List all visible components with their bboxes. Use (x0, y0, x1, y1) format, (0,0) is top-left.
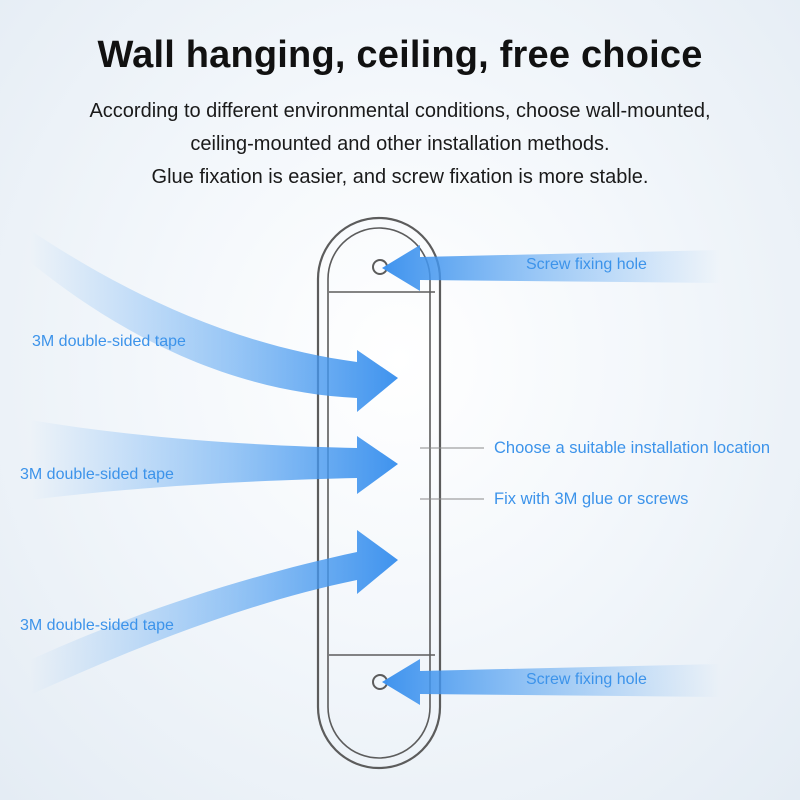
label-fix-method: Fix with 3M glue or screws (494, 490, 689, 508)
tape-arrow-2 (30, 420, 398, 500)
tape-arrow-1 (30, 230, 398, 412)
label-tape-1: 3M double-sided tape (32, 333, 186, 350)
label-screw-hole-top: Screw fixing hole (526, 256, 647, 273)
label-tape-2: 3M double-sided tape (20, 466, 174, 483)
page-title: Wall hanging, ceiling, free choice (97, 34, 703, 76)
tape-arrow-3 (30, 530, 398, 695)
label-tape-3: 3M double-sided tape (20, 617, 174, 634)
description-line-1: According to different environmental con… (89, 100, 711, 122)
description-line-2: ceiling-mounted and other installation m… (190, 133, 610, 155)
description-line-3: Glue fixation is easier, and screw fixat… (151, 166, 649, 188)
label-installation-location: Choose a suitable installation location (494, 439, 771, 457)
device-outline (316, 216, 442, 770)
screw-arrow-top (382, 245, 720, 291)
label-screw-hole-bottom: Screw fixing hole (526, 671, 647, 688)
screw-arrow-bottom (382, 659, 720, 705)
